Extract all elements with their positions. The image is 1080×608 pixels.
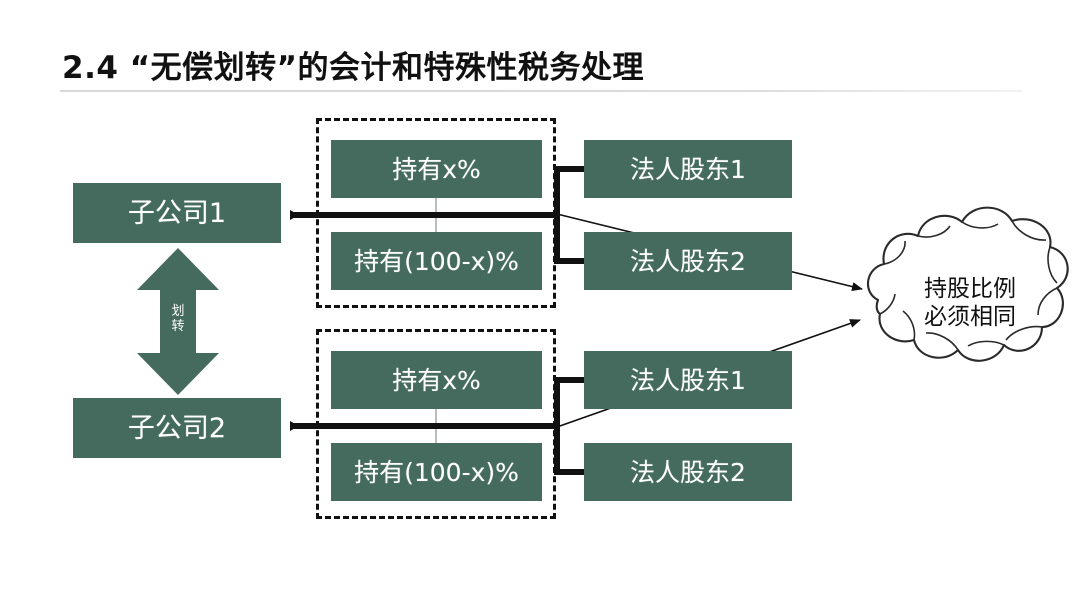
holding-box-1-upper[interactable]: 持有x% [331,140,542,198]
shareholder-box-2-upper[interactable]: 法人股东1 [584,351,792,409]
transfer-label-char-1: 划 [171,304,185,319]
cloud-callout-line-2: 必须相同 [924,304,1016,331]
transfer-arrow-label: 划 转 [160,304,196,334]
shareholder-box-1-upper[interactable]: 法人股东1 [584,140,792,198]
subsidiary-box-1[interactable]: 子公司1 [73,183,281,243]
page-title: 2.4 “无偿划转”的会计和特殊性税务处理 [62,50,644,86]
transfer-double-arrow [137,248,219,395]
holding-box-2-upper[interactable]: 持有x% [331,351,542,409]
holding-box-2-lower[interactable]: 持有(100-x)% [331,443,542,501]
shareholder-box-1-lower[interactable]: 法人股东2 [584,232,792,290]
cloud-callout-line-1: 持股比例 [924,276,1016,302]
cloud-callout-text: 持股比例 必须相同 [886,275,1054,331]
shareholder-box-2-lower[interactable]: 法人股东2 [584,443,792,501]
holding-connector-line-1 [435,198,437,232]
transfer-label-char-2: 转 [171,318,185,334]
title-divider [60,90,1022,92]
bracket-group-1 [554,166,584,264]
holding-connector-line-2 [435,409,437,443]
holding-box-1-lower[interactable]: 持有(100-x)% [331,232,542,290]
subsidiary-box-2[interactable]: 子公司2 [73,398,281,458]
bracket-group-2 [554,377,584,475]
